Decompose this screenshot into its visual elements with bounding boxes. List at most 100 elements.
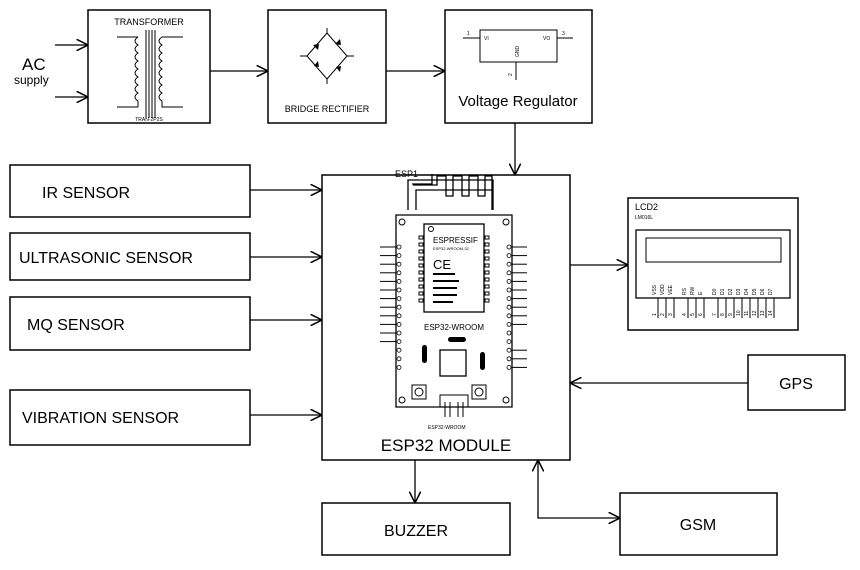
chip-brand: ESPRESSIF	[433, 236, 478, 245]
antenna-outline	[407, 174, 494, 210]
chip-pad	[418, 256, 424, 261]
lcd-pin-label: E	[698, 291, 704, 295]
lcd-pin-label: D0	[712, 288, 718, 295]
esp-ref: ESP1	[395, 169, 418, 179]
lcd-pin-label: D3	[736, 288, 742, 295]
esp-pin-pad	[506, 261, 512, 267]
esp-header-pins	[380, 244, 527, 370]
transformer-block: TRANSFORMER TRAN-2P2S	[87, 9, 211, 124]
esp-pin-pad	[396, 270, 402, 276]
chip-pad	[484, 242, 490, 247]
chip-pad	[418, 291, 424, 296]
esp-pin-pad	[396, 287, 402, 293]
voltage-regulator-block: 1 VI VO 3 GND 2 Voltage Regulator	[444, 9, 593, 124]
reg-pin-1: 1	[467, 31, 470, 37]
lcd-part: LM016L	[635, 215, 653, 221]
esp-pin-pad	[506, 296, 512, 302]
esp-pin-pad	[396, 244, 402, 250]
lcd-pins: VSS1VDD2VEE3RS4RW5E6D07D18D29D310D411D51…	[652, 284, 775, 318]
esp-pin-pad	[506, 347, 512, 353]
sensor-ir-label: IR SENSOR	[42, 185, 130, 202]
esp-pin-pad	[506, 278, 512, 284]
sensor-mq: MQ SENSOR	[9, 296, 251, 351]
chip-pad	[484, 298, 490, 303]
lcd-pin-label: RS	[682, 287, 688, 295]
esp-pin-pad	[506, 339, 512, 345]
buzzer-block: BUZZER	[321, 502, 511, 556]
lcd-pin-label: D1	[720, 288, 726, 295]
gps-label: GPS	[779, 376, 813, 393]
chip-pad	[418, 277, 424, 282]
esp-pin-pad	[396, 321, 402, 327]
lcd-pin-label: D2	[728, 288, 734, 295]
lcd-pin-number: 10	[736, 310, 742, 316]
chip-pads	[418, 235, 490, 303]
chip-pad	[484, 235, 490, 240]
reg-pin-2: 2	[508, 73, 514, 76]
lcd-ref: LCD2	[635, 202, 658, 212]
lcd-pin-number: 3	[668, 313, 674, 316]
esp-pin-pad	[396, 347, 402, 353]
ce-mark: CE	[433, 257, 451, 272]
lcd-screen	[645, 237, 782, 263]
esp-pin-pad	[506, 287, 512, 293]
lcd-pin-number: 6	[698, 313, 704, 316]
transformer-part: TRAN-2P2S	[135, 117, 163, 123]
esp-pin-pad	[396, 304, 402, 310]
lcd-block: LCD2 LM016L VSS1VDD2VEE3RS4RW5E6D07D18D2…	[627, 197, 799, 331]
lcd-pin-label: RW	[690, 286, 696, 295]
chip-pad	[418, 298, 424, 303]
lcd-pin-number: 2	[660, 313, 666, 316]
reg-pin-gnd: GND	[515, 46, 521, 58]
usb-uart-ic	[439, 349, 467, 377]
buzzer-label: BUZZER	[384, 523, 448, 540]
sensor-ultrasonic-label: ULTRASONIC SENSOR	[19, 250, 193, 267]
chip-pad	[484, 277, 490, 282]
esp-pin-pad	[396, 330, 402, 336]
lcd-pin-number: 14	[768, 310, 774, 316]
transformer-title: TRANSFORMER	[114, 17, 184, 27]
esp-pin-pad	[396, 313, 402, 319]
chip-pad	[484, 263, 490, 268]
chip-pad	[484, 284, 490, 289]
esp-pin-pad	[396, 278, 402, 284]
diode-bridge-symbol	[300, 28, 354, 84]
lcd-pin-label: VDD	[660, 284, 666, 295]
chip-pad	[418, 235, 424, 240]
esp-pin-pad	[506, 270, 512, 276]
ac-sub-label: supply	[14, 73, 49, 87]
reg-pin-3: 3	[562, 31, 565, 37]
esp-part-label: ESP32-WROOM	[428, 425, 466, 431]
lcd-pin-label: VSS	[652, 284, 658, 295]
sensor-vibration: VIBRATION SENSOR	[9, 389, 251, 446]
gsm-label: GSM	[680, 517, 716, 534]
esp-pin-pad	[506, 330, 512, 336]
chip-pad	[484, 249, 490, 254]
chip-pad	[418, 263, 424, 268]
antenna-trace	[413, 175, 493, 210]
chip-pad	[418, 284, 424, 289]
lcd-pin-number: 13	[760, 310, 766, 316]
esp-pin-pad	[506, 304, 512, 310]
lcd-pin-number: 12	[752, 310, 758, 316]
sensor-vibration-label: VIBRATION SENSOR	[22, 410, 179, 427]
lcd-pin-number: 5	[690, 313, 696, 316]
lcd-pin-label: D6	[760, 288, 766, 295]
esp-pin-pad	[396, 261, 402, 267]
esp-pin-pad	[506, 313, 512, 319]
lcd-pin-label: VEE	[668, 284, 674, 295]
esp-pin-pad	[506, 364, 512, 370]
regulator-label: Voltage Regulator	[458, 93, 577, 110]
chip-pad	[418, 249, 424, 254]
chip-pad	[484, 270, 490, 275]
lcd-pin-number: 8	[720, 313, 726, 316]
esp-pin-pad	[506, 356, 512, 362]
sensor-ir: IR SENSOR	[9, 164, 251, 218]
esp-pin-pad	[506, 253, 512, 259]
esp-pin-pad	[506, 321, 512, 327]
esp-chip	[423, 223, 485, 313]
boot-button	[411, 384, 427, 400]
usb-connector	[439, 394, 469, 417]
lcd-pin-label: D4	[744, 288, 750, 295]
